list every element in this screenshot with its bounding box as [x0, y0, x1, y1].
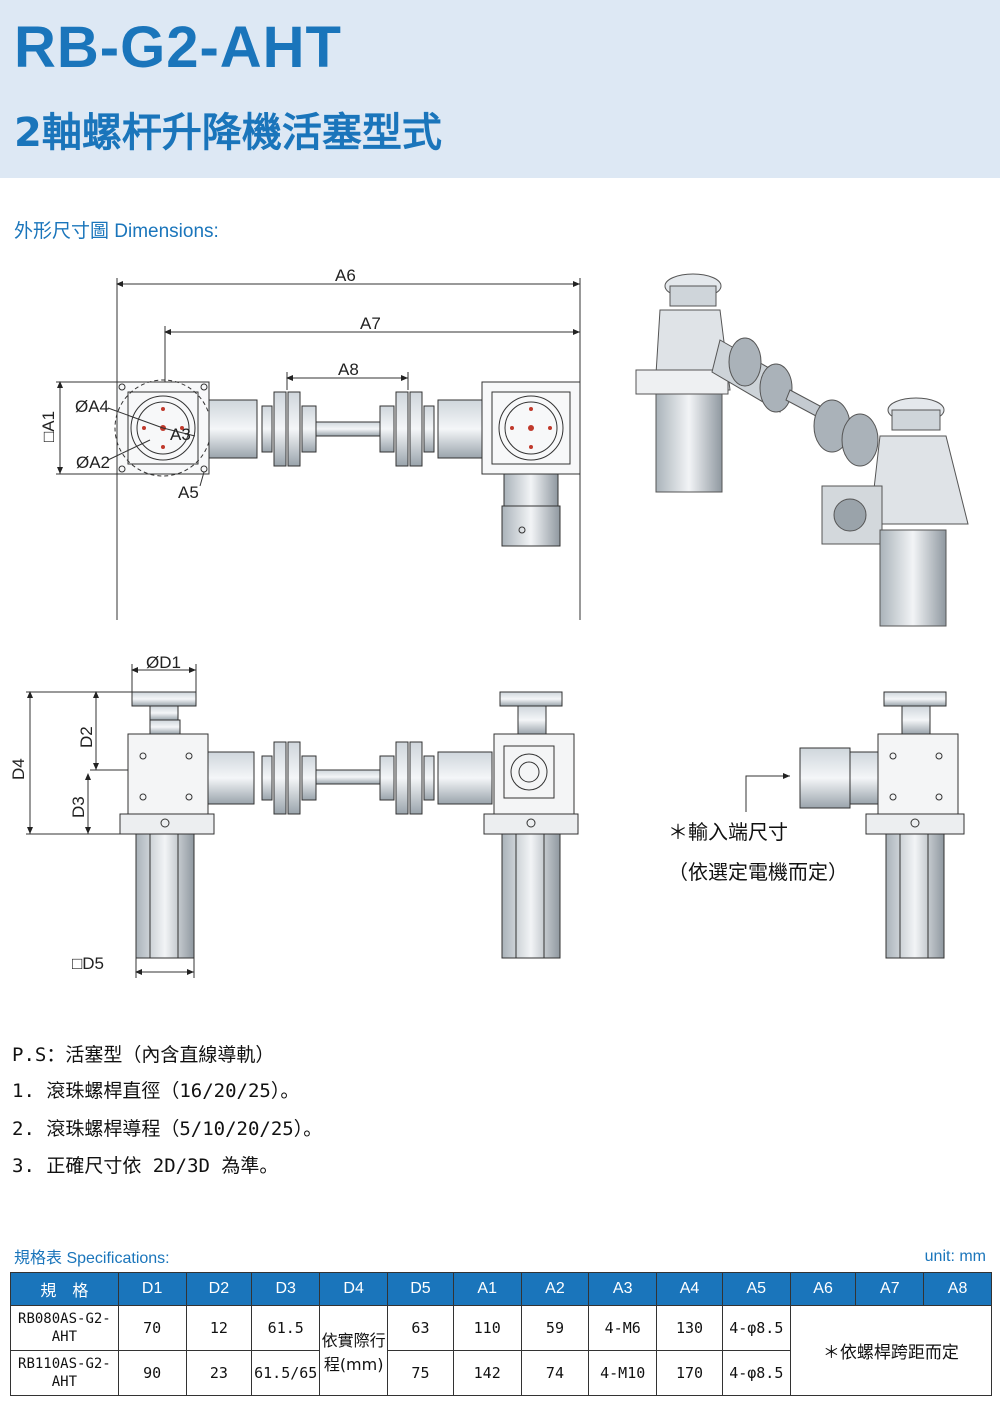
table-header-row: 規 格 D1 D2 D3 D4 D5 A1 A2 A3 A4 A5 A6 A7 … — [10, 1272, 992, 1306]
table-cell: 61.5/65 — [251, 1350, 321, 1396]
table-row: RB080AS-G2-AHT 70 12 61.5 依實際行程(mm) 63 1… — [10, 1305, 993, 1396]
table-cell: 70 — [117, 1305, 187, 1351]
label-d5: □D5 — [72, 954, 104, 973]
header-cell: A6 — [789, 1272, 857, 1306]
header-cell: 規 格 — [10, 1272, 119, 1306]
label-d1: ØD1 — [146, 653, 181, 672]
label-a3: A3 — [170, 425, 191, 444]
input-note-line2: （依選定電機而定） — [668, 860, 848, 884]
table-cell: 74 — [520, 1350, 590, 1396]
table-cell: 130 — [656, 1305, 723, 1351]
a6-a8-note-cell: ＊依螺桿跨距而定 — [789, 1305, 993, 1396]
page-title: RB-G2-AHT — [14, 15, 342, 80]
table-cell: 4-M6 — [588, 1305, 658, 1351]
label-a2: ØA2 — [76, 453, 110, 472]
table-cell: 4-φ8.5 — [721, 1350, 791, 1396]
table-cell: 12 — [185, 1305, 253, 1351]
model-cell: RB080AS-G2-AHT — [10, 1305, 119, 1351]
model-cell: RB110AS-G2-AHT — [10, 1350, 119, 1396]
label-d4: D4 — [9, 758, 28, 780]
header-banner: RB-G2-AHT 2軸螺杆升降機活塞型式 — [0, 0, 1000, 178]
page-subtitle: 2軸螺杆升降機活塞型式 — [14, 110, 442, 156]
header-cell: A7 — [855, 1272, 925, 1306]
d4-note-cell: 依實際行程(mm) — [319, 1305, 389, 1396]
table-cell: 90 — [117, 1350, 187, 1396]
header-cell: D2 — [185, 1272, 253, 1306]
isometric-view — [635, 273, 969, 627]
dimensions-title: 外形尺寸圖 Dimensions: — [14, 221, 219, 242]
side-view — [745, 691, 965, 959]
header-cell: D1 — [117, 1272, 187, 1306]
table-cell: 110 — [452, 1305, 522, 1351]
top-view — [56, 278, 581, 620]
label-d2: D2 — [77, 726, 96, 748]
header-cell: D3 — [251, 1272, 321, 1306]
table-cell: 63 — [387, 1305, 454, 1351]
table-cell: 23 — [185, 1350, 253, 1396]
table-row: RB110AS-G2-AHT 90 23 61.5/65 75 142 74 4… — [10, 1350, 992, 1396]
header-cell: A8 — [923, 1272, 992, 1306]
note-ps: P.S：活塞型（內含直線導軌） — [12, 1044, 275, 1066]
label-d3: D3 — [69, 796, 88, 818]
header-cell: A5 — [721, 1272, 791, 1306]
header-cell: D4 — [319, 1272, 389, 1306]
header-cell: A2 — [520, 1272, 590, 1306]
label-a7: A7 — [360, 314, 381, 333]
table-cell: 75 — [387, 1350, 454, 1396]
header-cell: A3 — [588, 1272, 658, 1306]
label-a6: A6 — [335, 266, 356, 285]
table-cell: 4-φ8.5 — [721, 1305, 791, 1351]
label-a8: A8 — [338, 360, 359, 379]
dimension-drawing: A6 A7 A8 ØA4 □A1 ØA2 A3 A5 — [9, 266, 969, 978]
table-cell: 4-M10 — [588, 1350, 658, 1396]
label-a1: □A1 — [39, 411, 58, 442]
table-cell: 61.5 — [251, 1305, 321, 1351]
spec-title: 規格表 Specifications: — [14, 1250, 170, 1267]
label-a5: A5 — [178, 483, 199, 502]
table-cell: 142 — [452, 1350, 522, 1396]
table-cell: 59 — [520, 1305, 590, 1351]
header-cell: A1 — [452, 1272, 522, 1306]
spec-table: 規 格 D1 D2 D3 D4 D5 A1 A2 A3 A4 A5 A6 A7 … — [10, 1272, 993, 1396]
table-cell: 170 — [656, 1350, 723, 1396]
header-cell: A4 — [656, 1272, 723, 1306]
input-note-line1: ＊輸入端尺寸 — [668, 820, 788, 844]
note-3: 3. 正確尺寸依 2D/3D 為準。 — [12, 1155, 279, 1177]
note-2: 2. 滾珠螺桿導程（5/10/20/25）。 — [12, 1118, 323, 1140]
unit-label: unit: mm — [924, 1248, 986, 1265]
label-a4: ØA4 — [75, 397, 109, 416]
header-cell: D5 — [387, 1272, 454, 1306]
note-1: 1. 滾珠螺桿直徑（16/20/25）。 — [12, 1080, 300, 1102]
front-view — [26, 664, 579, 978]
